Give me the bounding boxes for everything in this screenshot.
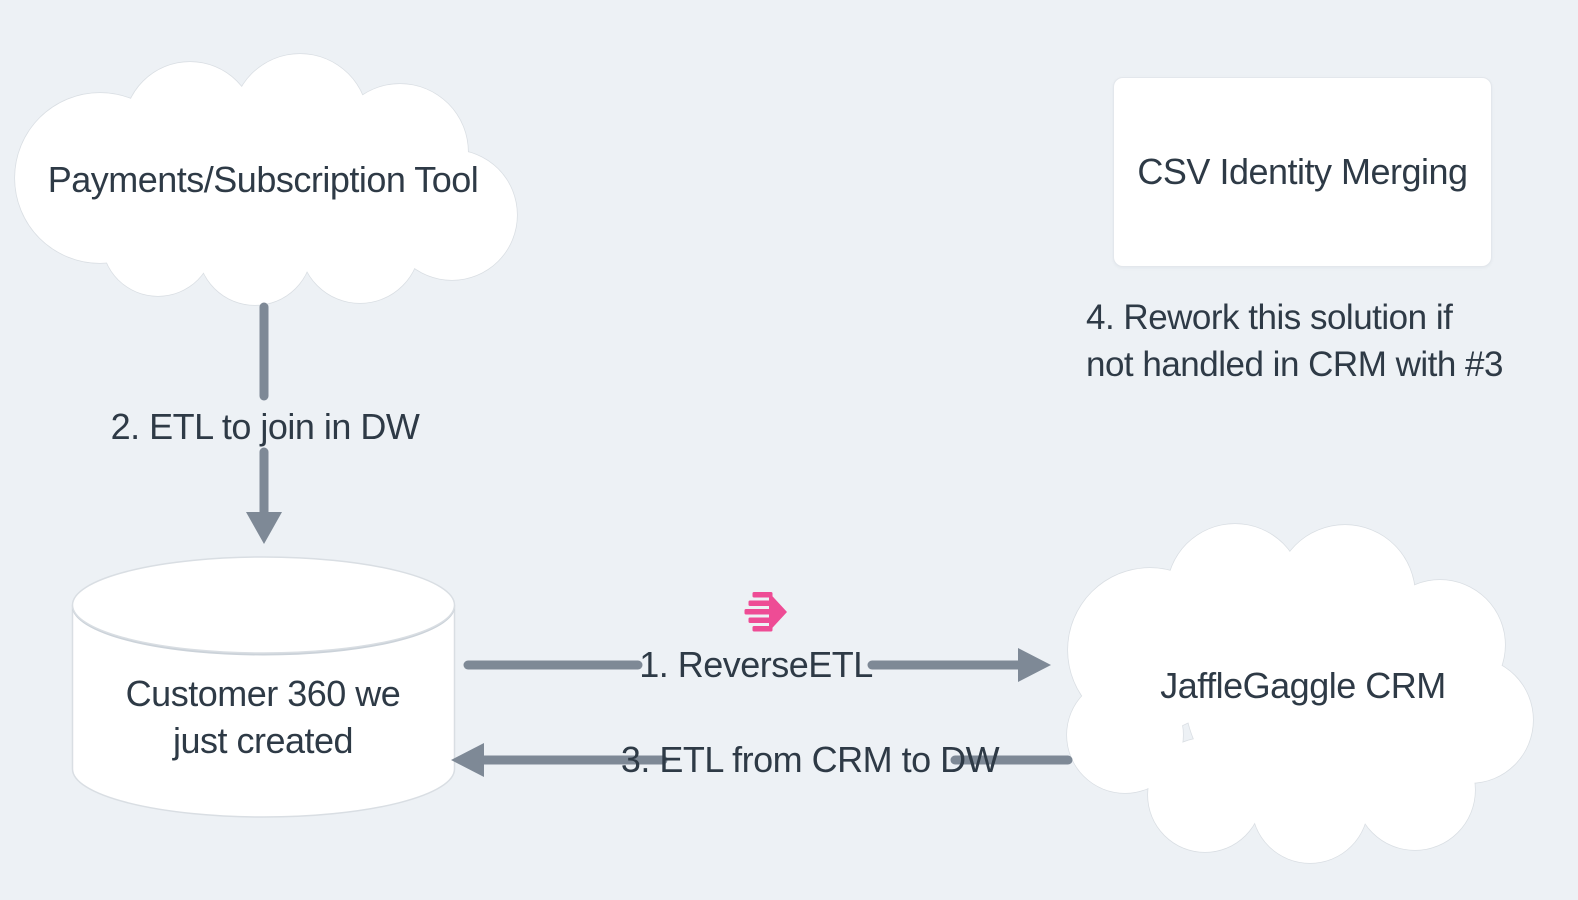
csv-identity-merging-box: CSV Identity Merging	[1113, 77, 1492, 267]
step2-edge-label: 2. ETL to join in DW	[110, 406, 420, 447]
customer360-label-line2: just created	[172, 720, 354, 761]
step4-note: 4. Rework this solution if not handled i…	[1086, 294, 1503, 388]
step3-edge-label: 3. ETL from CRM to DW	[620, 739, 1000, 780]
arrow-step2-down	[246, 302, 282, 544]
step1-edge-label: 1. ReverseETL	[639, 644, 873, 685]
jafflegaggle-cloud-label: JaffleGaggle CRM	[1160, 665, 1446, 706]
arrow-step3-left	[451, 743, 1073, 777]
hightouch-logo-icon	[744, 592, 787, 632]
arrow-step1-right	[463, 648, 1051, 682]
step4-note-line2: not handled in CRM with #3	[1086, 345, 1503, 384]
step4-note-line1: 4. Rework this solution if	[1086, 298, 1453, 337]
customer360-label-line1: Customer 360 we	[125, 673, 401, 714]
csv-box-label: CSV Identity Merging	[1137, 151, 1468, 192]
customer360-cylinder-shape	[71, 556, 456, 818]
customer360-label: Customer 360 we just created	[126, 670, 401, 764]
payments-cloud-label: Payments/Subscription Tool	[47, 159, 479, 200]
